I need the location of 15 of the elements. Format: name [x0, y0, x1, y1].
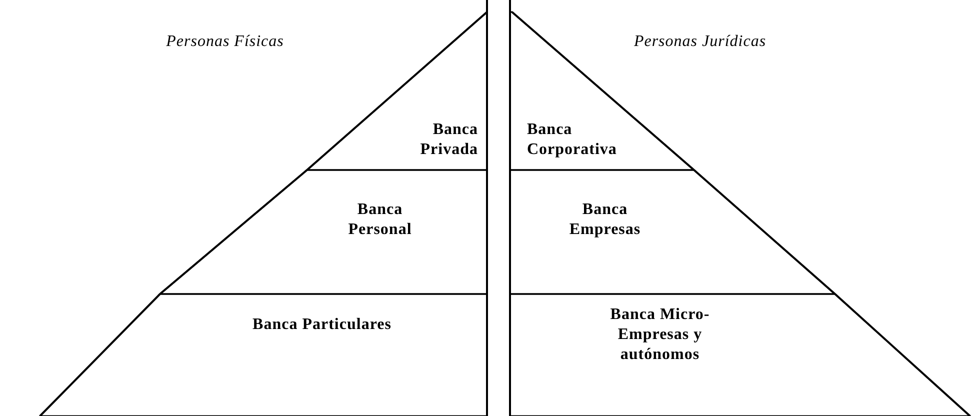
- pyramid-tier: [40, 294, 487, 416]
- pyramid-tier: [510, 294, 970, 416]
- pyramid-tier: [307, 12, 487, 170]
- tier-label: Banca Corporativa: [527, 120, 618, 160]
- tier-label: Banca Privada: [419, 120, 478, 160]
- half-pyramid: [510, 0, 970, 416]
- pyramid-tier: [160, 170, 487, 294]
- group-heading: Personas Físicas: [165, 32, 285, 52]
- tier-label: Banca Particulares: [252, 315, 392, 335]
- tier-label: Banca Empresas: [568, 200, 642, 240]
- pyramid-tier: [510, 170, 835, 294]
- tier-label: Banca Micro- Empresas y autónomos: [609, 305, 711, 365]
- group-heading: Personas Jurídicas: [632, 32, 768, 52]
- half-pyramid: [40, 0, 487, 416]
- tier-label: Banca Personal: [347, 200, 413, 240]
